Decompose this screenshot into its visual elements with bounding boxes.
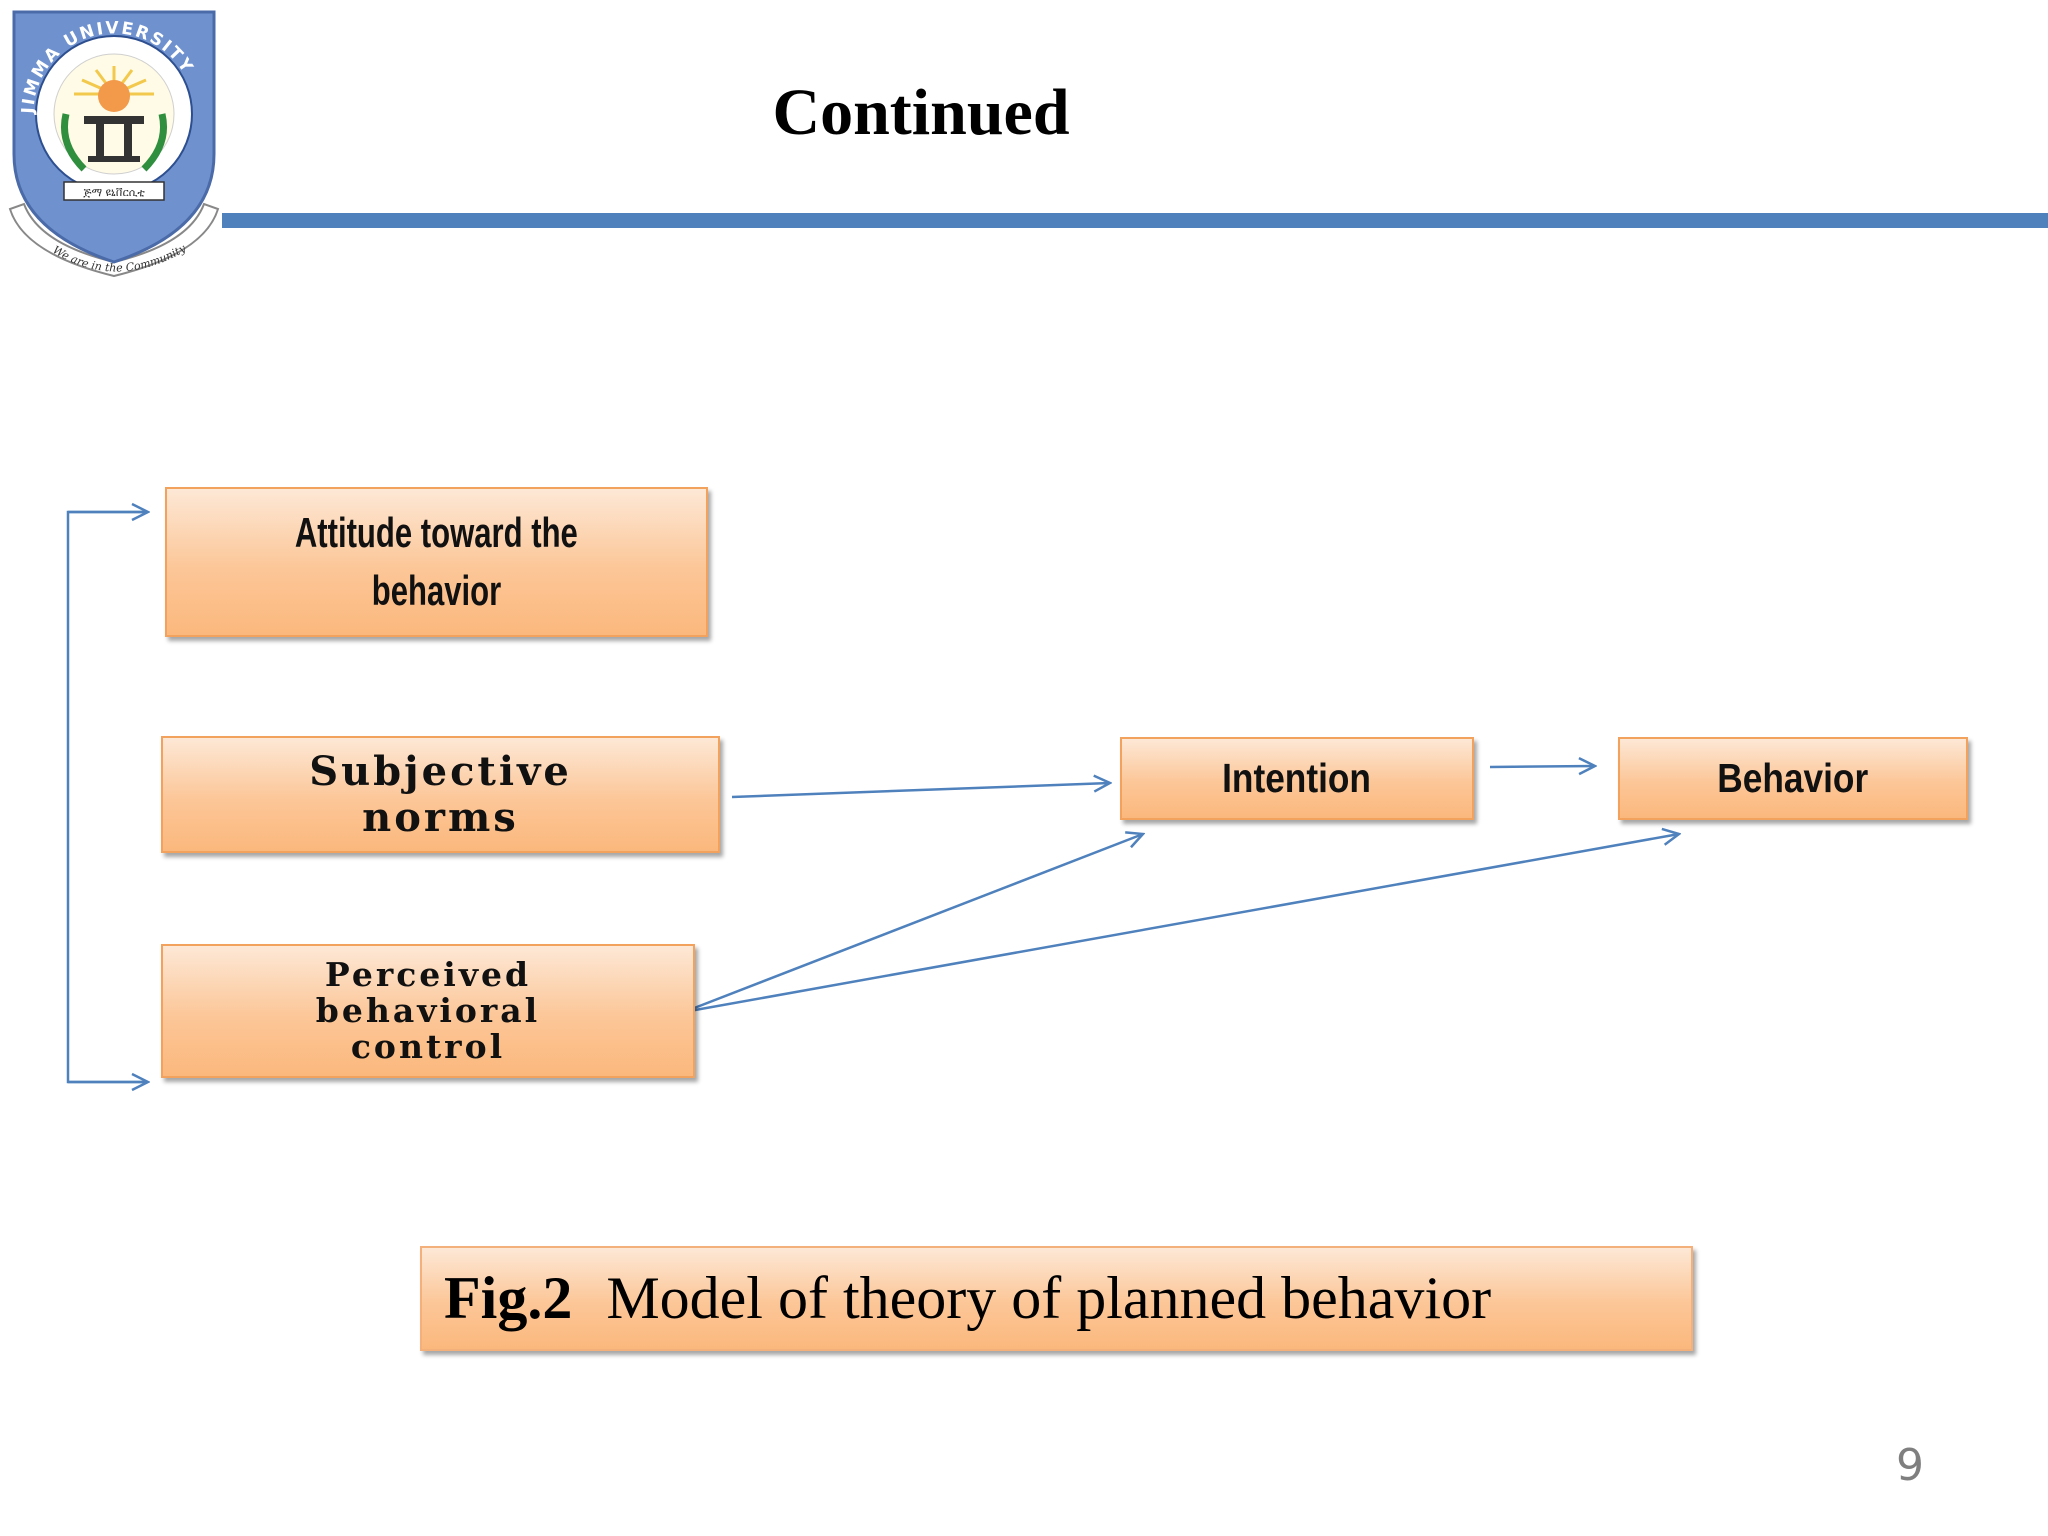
- edge-intention-behavior: [1489, 766, 1595, 767]
- edge-subjective-intention: [731, 783, 1110, 799]
- node-subjective-line2: norms: [362, 793, 519, 841]
- edge-perceived-intention: [683, 834, 1143, 1014]
- node-behavior: Behavior: [1618, 737, 1968, 820]
- node-perceived-line3: control: [350, 1027, 506, 1066]
- title-divider: [222, 213, 2048, 228]
- node-intention: Intention: [1120, 737, 1474, 820]
- node-subjective-norms: Subjective norms: [161, 736, 720, 853]
- node-attitude: Attitude toward the behavior: [165, 487, 708, 637]
- node-perceived-behavioral-control: Perceived behavioral control: [161, 944, 695, 1078]
- node-attitude-line1: Attitude toward the: [294, 509, 578, 556]
- node-attitude-line2: behavior: [371, 567, 502, 614]
- node-subjective-line1: Subjective: [309, 747, 572, 795]
- node-perceived-line2: behavioral: [315, 991, 541, 1030]
- page-number: 9: [1896, 1440, 1924, 1491]
- figure-caption: Fig.2 Model of theory of planned behavio…: [420, 1246, 1693, 1351]
- figure-caption-label: Fig.2: [444, 1265, 573, 1331]
- node-behavior-label: Behavior: [1717, 755, 1869, 801]
- slide-title: Continued: [772, 76, 1070, 149]
- bracket-line: [66, 510, 148, 1084]
- node-perceived-line1: Perceived: [324, 955, 532, 994]
- node-intention-label: Intention: [1222, 755, 1372, 801]
- edge-perceived-behavior: [683, 834, 1679, 1014]
- svg-text:ጅማ ዩኒቨርሲቲ: ጅማ ዩኒቨርሲቲ: [83, 186, 145, 199]
- university-logo: ጅማ ዩኒቨርሲቲ JIMMA UNIVERSITY We are in the…: [8, 10, 220, 278]
- figure-caption-text: Model of theory of planned behavior: [606, 1265, 1492, 1331]
